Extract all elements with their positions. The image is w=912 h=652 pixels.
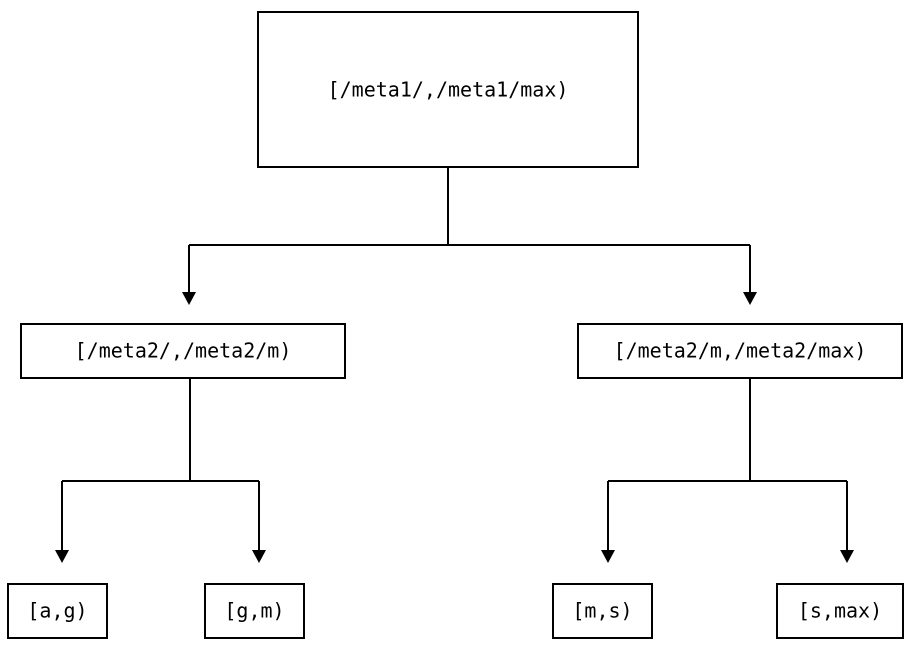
node-mid-right-label: [/meta2/m,/meta2/max) — [614, 339, 867, 363]
node-leaf-1[interactable]: [a,g) — [7, 583, 108, 639]
node-leaf-4[interactable]: [s,max) — [776, 583, 904, 639]
node-leaf-1-label: [a,g) — [27, 599, 87, 623]
node-leaf-2[interactable]: [g,m) — [204, 583, 305, 639]
edge-group-root — [182, 167, 757, 305]
node-root[interactable]: [/meta1/,/meta1/max) — [257, 11, 639, 168]
arrow-head-root-to-mid-right — [743, 292, 757, 305]
arrow-head-mid-right-to-leaf4 — [840, 550, 854, 563]
edge-group-mid-right — [601, 378, 854, 563]
node-mid-left-label: [/meta2/,/meta2/m) — [75, 339, 292, 363]
node-leaf-3[interactable]: [m,s) — [552, 583, 653, 639]
node-leaf-1-box[interactable] — [7, 583, 108, 639]
node-leaf-3-label: [m,s) — [572, 599, 632, 623]
node-leaf-4-box[interactable] — [776, 583, 904, 639]
arrow-head-root-to-mid-left — [182, 292, 196, 305]
node-leaf-3-box[interactable] — [552, 583, 653, 639]
arrow-head-mid-right-to-leaf3 — [601, 550, 615, 563]
edge-group-mid-left — [55, 378, 266, 563]
node-mid-left-box[interactable] — [20, 323, 346, 379]
node-leaf-4-label: [s,max) — [798, 599, 882, 623]
node-leaf-2-box[interactable] — [204, 583, 305, 639]
arrow-head-mid-left-to-leaf1 — [55, 550, 69, 563]
node-mid-right-box[interactable] — [577, 323, 903, 379]
node-root-box[interactable] — [257, 11, 639, 168]
node-mid-left[interactable]: [/meta2/,/meta2/m) — [20, 323, 346, 379]
node-root-label: [/meta1/,/meta1/max) — [328, 78, 569, 102]
node-mid-right[interactable]: [/meta2/m,/meta2/max) — [577, 323, 903, 379]
node-leaf-2-label: [g,m) — [224, 599, 284, 623]
arrow-head-mid-left-to-leaf2 — [252, 550, 266, 563]
